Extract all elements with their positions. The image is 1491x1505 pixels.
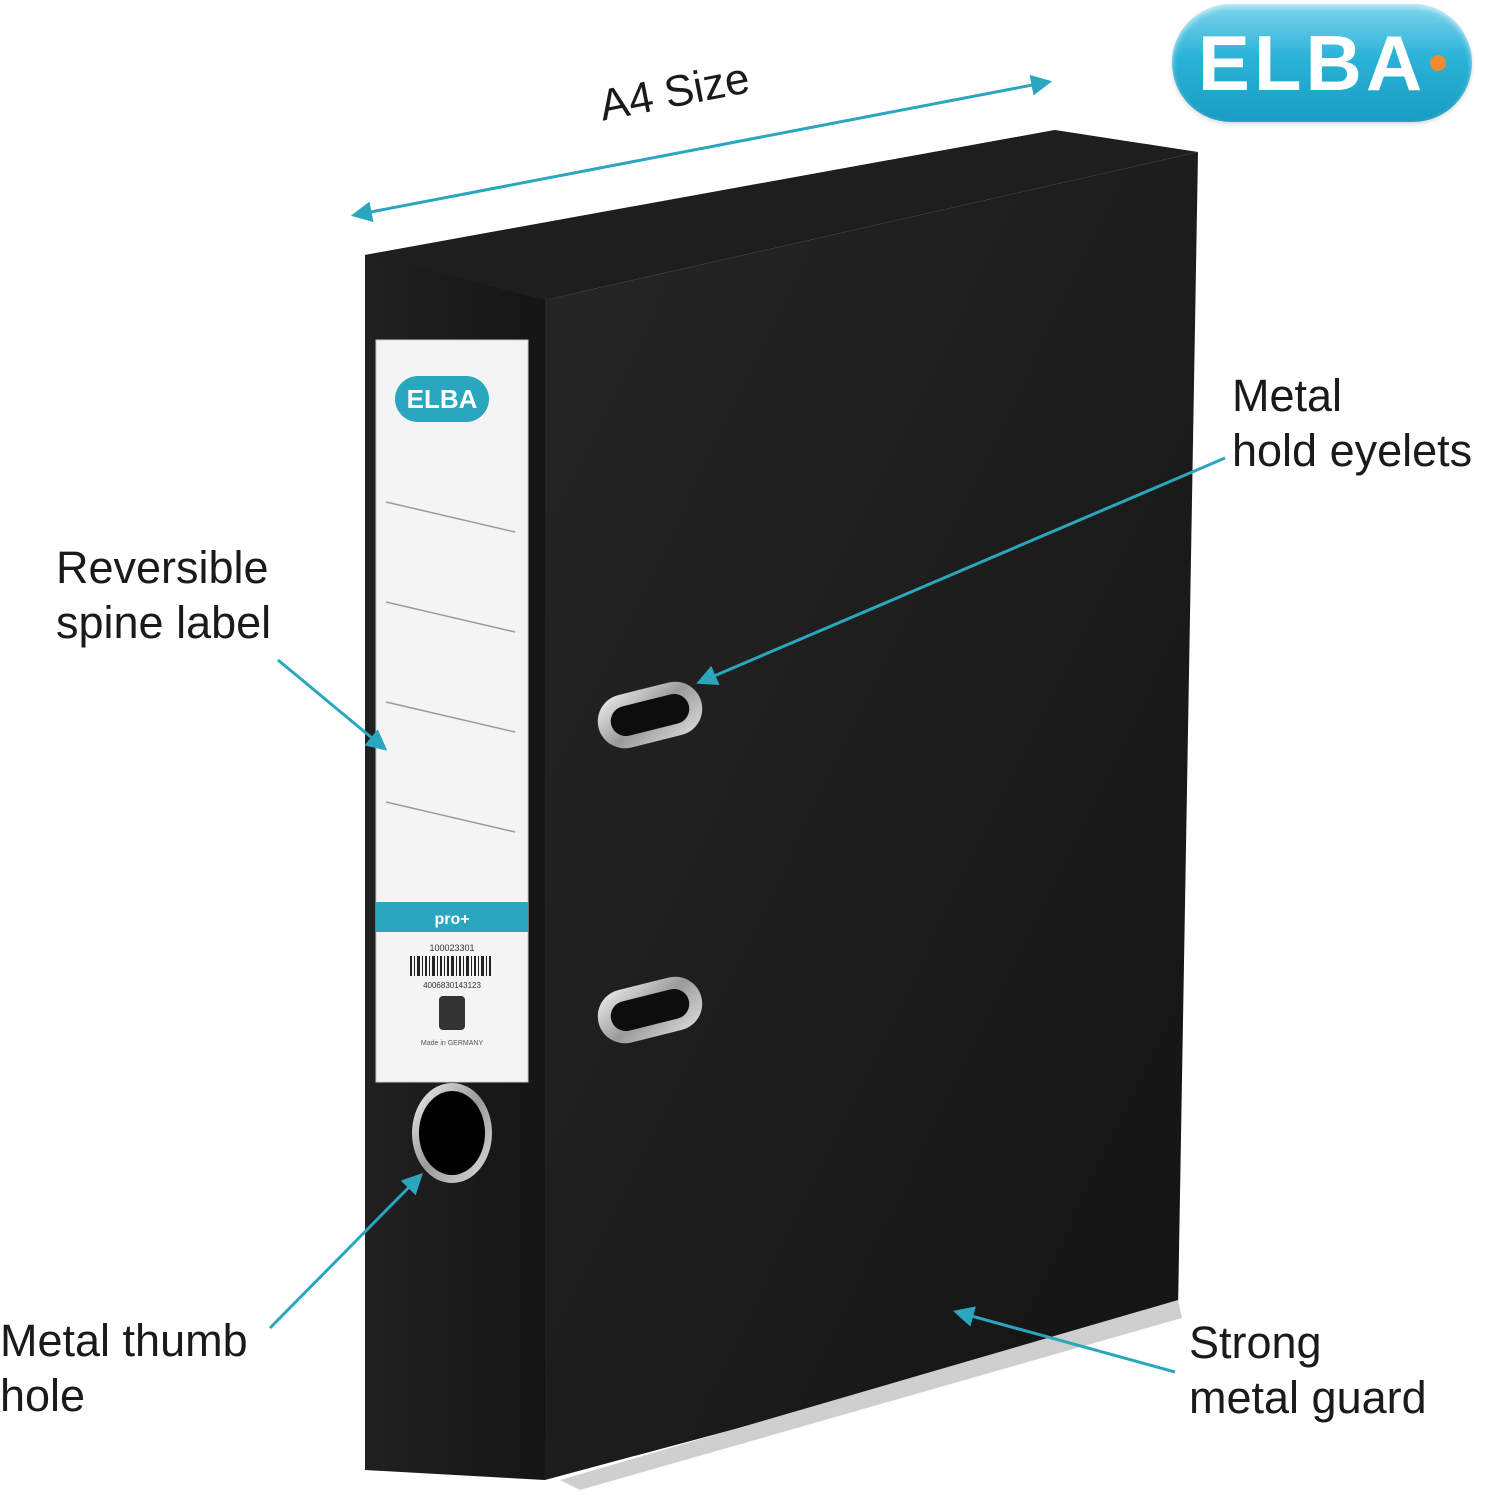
barcode <box>410 956 491 976</box>
brand-logo-text: ELBA <box>1197 19 1427 107</box>
guard-arrow <box>952 1306 1176 1374</box>
brand-logo: ELBA <box>1172 4 1472 122</box>
thumb-hole-line1: Metal thumb <box>0 1315 248 1366</box>
spine-code: 100023301 <box>429 943 474 953</box>
eyelet-bottom <box>597 976 703 1044</box>
guard-callout: Strong metal guard <box>1189 1315 1427 1425</box>
spine-label-line2: spine label <box>56 597 272 648</box>
spine-label-callout: Reversible spine label <box>56 540 271 650</box>
barcode-number: 4006830143123 <box>423 981 481 990</box>
spine-label-card: ELBA pro+ 100023301 4006830143123 <box>375 339 529 1083</box>
thumb-hole <box>412 1083 492 1183</box>
spine-band-text: pro+ <box>434 911 469 928</box>
thumb-hole-arrow <box>268 1173 423 1330</box>
guard-line1: Strong <box>1189 1317 1322 1368</box>
eyelets-arrow <box>696 456 1226 686</box>
brand-logo-dot <box>1430 55 1447 71</box>
size-arrow <box>350 74 1053 223</box>
spine-label-arrow <box>277 658 388 751</box>
eyelets-line1: Metal <box>1232 370 1343 421</box>
binder-front-cover <box>545 152 1198 1480</box>
thumb-hole-callout: Metal thumb hole <box>0 1313 248 1423</box>
spine-label-line1: Reversible <box>56 542 269 593</box>
spine-logo: ELBA <box>407 384 478 414</box>
guard-line2: metal guard <box>1189 1372 1427 1423</box>
thumb-hole-line2: hole <box>0 1370 86 1421</box>
eyelets-line2: hold eyelets <box>1232 425 1473 476</box>
made-in-text: Made in GERMANY <box>421 1040 484 1047</box>
eyelet-top <box>597 681 703 749</box>
metal-guard <box>560 1300 1182 1490</box>
eyelets-callout: Metal hold eyelets <box>1232 368 1472 478</box>
